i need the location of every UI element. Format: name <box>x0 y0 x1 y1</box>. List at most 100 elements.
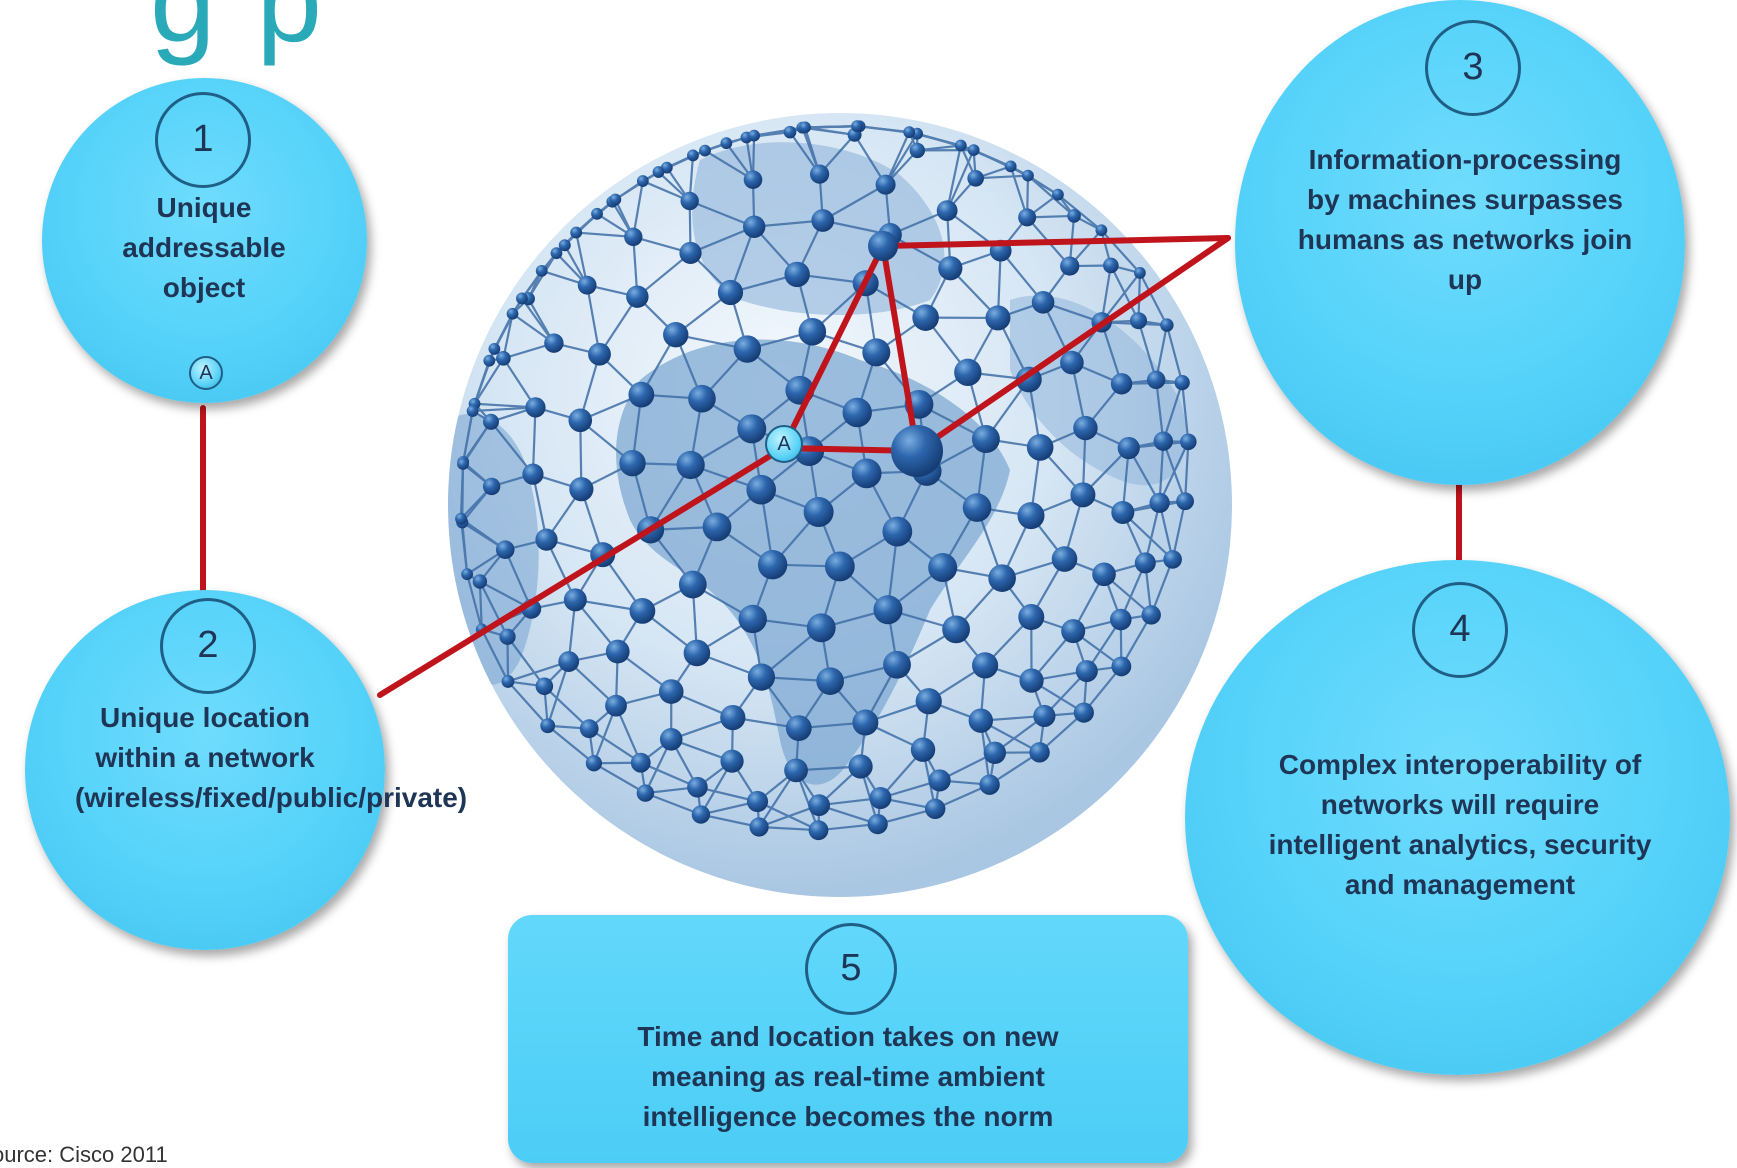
mesh-node <box>1018 604 1044 630</box>
mesh-node <box>499 629 515 645</box>
mesh-node <box>1018 208 1036 226</box>
mesh-node <box>1175 375 1190 390</box>
mesh-node <box>1032 291 1055 314</box>
mesh-node <box>659 679 684 704</box>
mesh-node <box>461 568 473 580</box>
mesh-node <box>1147 371 1165 389</box>
marker-a-globe: A <box>765 425 803 463</box>
mesh-node <box>687 777 708 798</box>
mesh-node <box>938 256 962 280</box>
mesh-node <box>516 293 528 305</box>
mesh-node <box>988 564 1016 592</box>
mesh-node <box>848 754 872 778</box>
mesh-node <box>1180 434 1197 451</box>
mesh-node <box>1134 267 1146 279</box>
mesh-node <box>1073 416 1097 440</box>
mesh-node <box>637 784 654 801</box>
hub-node <box>891 425 943 477</box>
step-4-number: 4 <box>1412 582 1508 678</box>
mesh-node <box>862 338 890 366</box>
mesh-node <box>688 385 716 413</box>
mesh-node <box>522 464 543 485</box>
mesh-node <box>809 820 829 840</box>
mesh-node <box>1142 605 1161 624</box>
mesh-node <box>457 458 469 470</box>
mesh-node <box>869 787 891 809</box>
mesh-node <box>1111 373 1132 394</box>
mesh-node <box>1150 493 1170 513</box>
mesh-node <box>912 304 939 331</box>
step-2-bubble: 2 Unique location within a network (wire… <box>25 590 385 950</box>
mesh-node <box>979 774 999 794</box>
step-5-number: 5 <box>805 923 897 1015</box>
mesh-node <box>972 652 998 678</box>
mesh-node <box>808 794 830 816</box>
mesh-node <box>810 164 829 183</box>
mesh-node <box>629 598 655 624</box>
mesh-node <box>811 209 834 232</box>
mesh-node <box>1060 351 1084 375</box>
mesh-node <box>816 667 844 695</box>
mesh-node <box>1118 437 1140 459</box>
mesh-node <box>969 708 993 732</box>
mesh-node <box>568 409 592 433</box>
mesh-node <box>677 451 705 479</box>
mesh-node <box>910 143 925 158</box>
source-note: ource: Cisco 2011 <box>0 1142 168 1168</box>
mesh-node <box>972 425 1000 453</box>
mesh-node <box>1111 657 1131 677</box>
mesh-node <box>1163 550 1182 569</box>
mesh-node <box>483 355 495 367</box>
mesh-node <box>564 588 587 611</box>
mesh-node <box>525 397 545 417</box>
mesh-node <box>942 615 970 643</box>
mesh-node <box>488 343 500 355</box>
mesh-node <box>483 478 500 495</box>
mesh-node <box>746 475 776 505</box>
mesh-node <box>473 574 487 588</box>
mesh-node <box>985 305 1010 330</box>
mesh-node <box>799 318 827 346</box>
mesh-node <box>455 513 467 525</box>
mesh-node <box>852 710 878 736</box>
mesh-node <box>580 719 599 738</box>
mesh-node <box>749 817 768 836</box>
mesh-node <box>507 308 519 320</box>
mesh-node <box>496 540 515 559</box>
mesh-node <box>679 242 701 264</box>
mesh-node <box>1076 660 1098 682</box>
mesh-node <box>916 688 942 714</box>
mesh-node <box>1110 609 1132 631</box>
mesh-node <box>876 175 896 195</box>
mesh-node <box>1052 189 1064 201</box>
mesh-node <box>1130 312 1147 329</box>
step-3-text: Information-processing by machines surpa… <box>1290 140 1640 300</box>
mesh-node <box>737 414 766 443</box>
mesh-node <box>807 613 836 642</box>
step-4-text: Complex interoperability of networks wil… <box>1255 745 1665 905</box>
mesh-node <box>619 450 645 476</box>
mesh-node <box>928 553 957 582</box>
mesh-node <box>679 571 707 599</box>
mesh-node <box>1060 256 1079 275</box>
step-1-text: Unique addressable object <box>84 188 324 308</box>
globe <box>446 113 1232 897</box>
mesh-node <box>720 750 743 773</box>
mesh-node <box>502 675 515 688</box>
mesh-node <box>1061 619 1085 643</box>
mesh-node <box>1092 563 1116 587</box>
mesh-node <box>544 333 563 352</box>
mesh-node <box>467 405 479 417</box>
mesh-node <box>687 150 699 162</box>
step-5-text: Time and location takes on new meaning a… <box>618 1017 1078 1137</box>
mesh-node <box>873 595 902 624</box>
mesh-node <box>911 737 935 761</box>
mesh-node <box>963 493 992 522</box>
mesh-node <box>578 276 597 295</box>
mesh-node <box>925 799 945 819</box>
mesh-node <box>588 343 611 366</box>
mesh-node <box>784 758 808 782</box>
mesh-node <box>786 715 812 741</box>
mesh-node <box>551 247 563 259</box>
mesh-node <box>660 728 683 751</box>
